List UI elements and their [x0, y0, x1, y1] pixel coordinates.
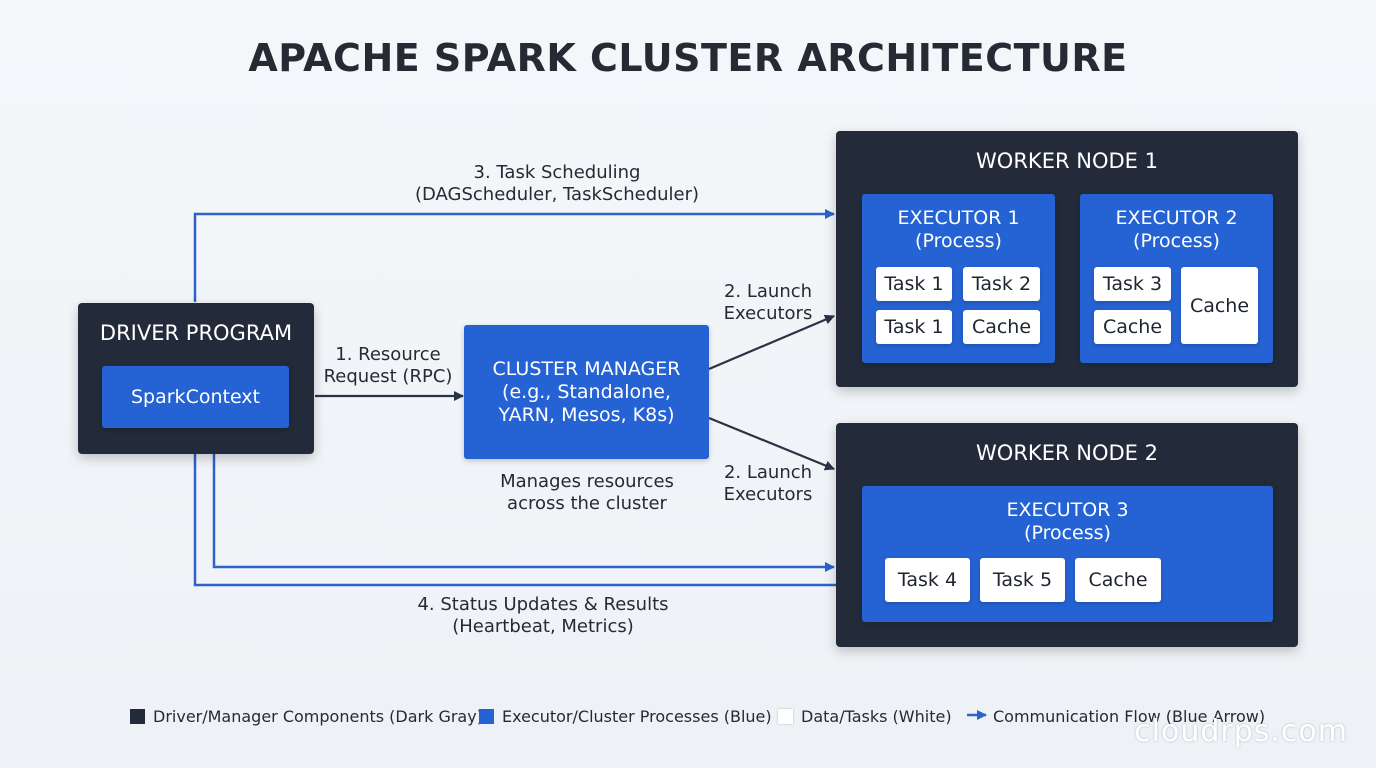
task-scheduling-label: 3. Task Scheduling (DAGScheduler, TaskSc… [382, 162, 732, 206]
driver-program-title: DRIVER PROGRAM [99, 321, 293, 345]
executor-2-subtitle: (Process) [1133, 230, 1220, 252]
executor-2: EXECUTOR 2 (Process) Task 3 Cache Cache [1080, 194, 1273, 363]
cache-cell: Cache [963, 310, 1040, 344]
launch-executors-arrow-1 [708, 314, 835, 371]
launch-executors-2-line1: 2. Launch [723, 462, 813, 483]
cluster-manager-title: CLUSTER MANAGER [492, 357, 681, 380]
cluster-manager-line2: (e.g., Standalone, [502, 380, 671, 403]
page-title: APACHE SPARK CLUSTER ARCHITECTURE [248, 36, 1128, 80]
legend-item-dark: Driver/Manager Components (Dark Gray) [130, 704, 483, 728]
task-cell: Task 3 [1094, 267, 1171, 301]
watermark: cloudrps.com [1134, 714, 1348, 749]
legend-label-blue: Executor/Cluster Processes (Blue) [502, 706, 772, 726]
launch-executors-1-line1: 2. Launch [723, 281, 813, 302]
executor-1-title: EXECUTOR 1 [897, 207, 1020, 229]
spark-context: SparkContext [102, 366, 289, 428]
executor-2-title: EXECUTOR 2 [1115, 207, 1238, 229]
legend-item-blue: Executor/Cluster Processes (Blue) [479, 704, 772, 728]
worker-node-2-title: WORKER NODE 2 [976, 441, 1158, 465]
legend-item-arrow: Communication Flow (Blue Arrow) [993, 704, 1265, 728]
launch-executors-label-1: 2. Launch Executors [713, 281, 823, 325]
launch-executors-label-2: 2. Launch Executors [713, 462, 823, 506]
cluster-manager: CLUSTER MANAGER (e.g., Standalone, YARN,… [464, 325, 709, 459]
legend-swatch-dark [130, 708, 145, 724]
cluster-manager-caption-line2: across the cluster [507, 493, 667, 514]
cache-cell: Cache [1075, 558, 1161, 602]
task-scheduling-line1: 3. Task Scheduling [473, 162, 641, 183]
launch-executors-1-line2: Executors [723, 303, 813, 324]
status-updates-line2: (Heartbeat, Metrics) [452, 616, 634, 637]
status-updates-arrow [190, 431, 836, 587]
launch-executors-arrow-2 [708, 416, 835, 471]
task-cell: Task 2 [963, 267, 1040, 301]
executor-1: EXECUTOR 1 (Process) Task 1 Task 2 Task … [862, 194, 1055, 363]
task-cell: Task 1 [876, 310, 952, 344]
task-cell: Task 4 [885, 558, 970, 602]
task-scheduling-arrow [193, 209, 835, 302]
status-updates-label: 4. Status Updates & Results (Heartbeat, … [383, 594, 703, 638]
legend-label-dark: Driver/Manager Components (Dark Gray) [153, 706, 483, 726]
cluster-manager-line3: YARN, Mesos, K8s) [498, 403, 675, 426]
legend-swatch-white [778, 708, 793, 724]
driver-to-worker2-arrow [212, 430, 835, 572]
driver-program: DRIVER PROGRAM SparkContext [78, 303, 314, 454]
resource-request-label: 1. Resource Request (RPC) [318, 344, 458, 388]
task-cell: Task 1 [876, 267, 952, 301]
worker-node-2: WORKER NODE 2 EXECUTOR 3 (Process) Task … [836, 423, 1298, 647]
task-cell: Task 5 [980, 558, 1065, 602]
executor-1-subtitle: (Process) [915, 230, 1002, 252]
cache-cell: Cache [1094, 310, 1171, 344]
cache-cell: Cache [1181, 267, 1258, 344]
executor-3-subtitle: (Process) [1024, 522, 1111, 544]
cluster-manager-caption-line1: Manages resources [500, 471, 674, 492]
worker-node-1-title: WORKER NODE 1 [976, 149, 1158, 173]
worker-node-1: WORKER NODE 1 EXECUTOR 1 (Process) Task … [836, 131, 1298, 387]
resource-request-line1: 1. Resource [335, 344, 441, 365]
legend-item-white: Data/Tasks (White) [778, 704, 952, 728]
spark-context-label: SparkContext [130, 386, 260, 408]
legend-label-white: Data/Tasks (White) [801, 706, 952, 726]
launch-executors-2-line2: Executors [723, 484, 813, 505]
legend-swatch-blue [479, 708, 494, 724]
executor-3-title: EXECUTOR 3 [1006, 499, 1129, 521]
executor-3: EXECUTOR 3 (Process) Task 4 Task 5 Cache [862, 486, 1273, 622]
legend-label-arrow: Communication Flow (Blue Arrow) [993, 706, 1266, 726]
status-updates-line1: 4. Status Updates & Results [417, 594, 669, 615]
cluster-manager-caption: Manages resources across the cluster [462, 471, 712, 515]
resource-request-line2: Request (RPC) [323, 366, 453, 387]
task-scheduling-line2: (DAGScheduler, TaskScheduler) [414, 184, 700, 205]
